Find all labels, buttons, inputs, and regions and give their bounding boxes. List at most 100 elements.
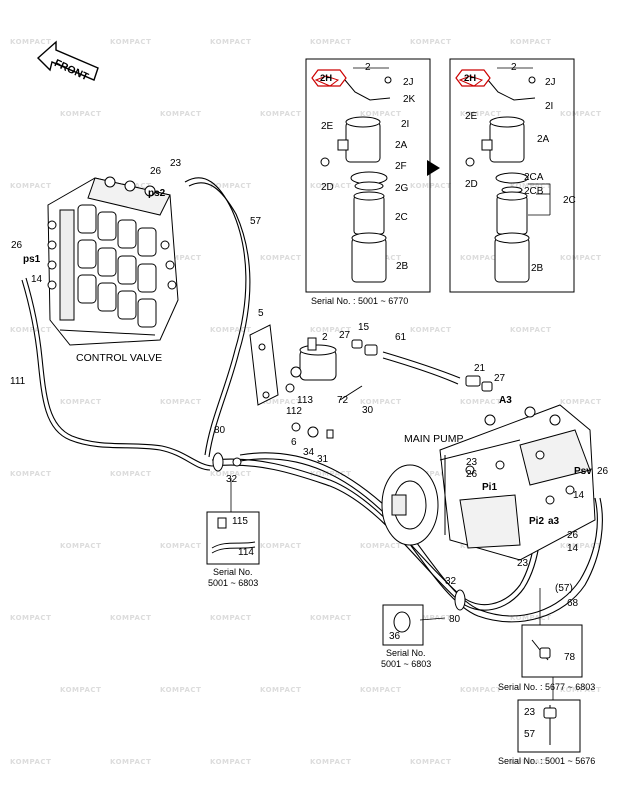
- watermark-text: KOMPACT: [10, 470, 52, 478]
- callout-A3: A3: [499, 395, 512, 406]
- inset-right-2CA: 2CA: [524, 172, 544, 183]
- watermark-text: KOMPACT: [260, 398, 302, 406]
- callout-26-e: 26: [567, 530, 579, 541]
- watermark-text: KOMPACT: [410, 470, 452, 478]
- watermark-text: KOMPACT: [560, 542, 602, 550]
- inset-right-2CB: 2CB: [524, 186, 544, 197]
- watermark-text: KOMPACT: [10, 614, 52, 622]
- detail-114-label: 114: [238, 547, 254, 558]
- leader-lines: [230, 67, 554, 700]
- watermark-text: KOMPACT: [160, 542, 202, 550]
- watermark-text: KOMPACT: [460, 110, 502, 118]
- callout-Psv: Psv: [574, 466, 592, 477]
- inset-right-2H: 2H: [464, 73, 477, 84]
- callout-68: 68: [567, 598, 579, 609]
- detail-115-frame: [206, 511, 260, 565]
- callout-21: 21: [474, 363, 486, 374]
- watermark-text: KOMPACT: [410, 38, 452, 46]
- inset-left-2C: 2C: [395, 212, 408, 223]
- watermark-text: KOMPACT: [210, 470, 252, 478]
- watermark-text: KOMPACT: [360, 686, 402, 694]
- watermark-text: KOMPACT: [260, 686, 302, 694]
- watermark-text: KOMPACT: [560, 398, 602, 406]
- watermark-text: KOMPACT: [110, 38, 152, 46]
- detail-23-label: 23: [524, 707, 536, 718]
- callout-15: 15: [358, 322, 370, 333]
- watermark-text: KOMPACT: [110, 758, 152, 766]
- watermark-text: KOMPACT: [460, 254, 502, 262]
- detail-36-serial-1: Serial No.: [386, 648, 426, 658]
- detail-115-serial-2: 5001 ~ 6803: [208, 578, 259, 588]
- callout-ps1: ps1: [23, 254, 41, 265]
- callout-34: 34: [303, 447, 315, 458]
- inset-right-2I: 2I: [545, 101, 554, 112]
- inset-left-2J: 2J: [403, 77, 414, 88]
- watermark-text: KOMPACT: [310, 758, 352, 766]
- callout-23-c: 23: [517, 558, 529, 569]
- callout-ps2: ps2: [148, 188, 166, 199]
- detail-57-label: 57: [524, 729, 536, 740]
- callout-27-a: 27: [339, 330, 351, 341]
- watermark-text: KOMPACT: [210, 614, 252, 622]
- inset-left-2F: 2F: [395, 161, 407, 172]
- hose-clamps: [212, 452, 466, 611]
- inset-left-2D: 2D: [321, 182, 334, 193]
- callout-61: 61: [395, 332, 407, 343]
- inset-left-2I: 2I: [401, 119, 410, 130]
- callout-30: 30: [362, 405, 374, 416]
- inset-right-2B: 2B: [531, 263, 544, 274]
- front-arrow-icon: [36, 40, 99, 81]
- watermark-text: KOMPACT: [210, 758, 252, 766]
- watermark-text: KOMPACT: [360, 542, 402, 550]
- watermark-text: KOMPACT: [560, 686, 602, 694]
- inset-left-2G: 2G: [395, 183, 409, 194]
- callout-26-c: 26: [466, 469, 478, 480]
- detail-parts: [211, 517, 557, 745]
- callout-111: 111: [10, 376, 26, 387]
- inset-arrow-icon: [427, 160, 440, 176]
- inset-right-2J: 2J: [545, 77, 556, 88]
- callout-112: 112: [286, 406, 302, 417]
- watermark-text: KOMPACT: [60, 398, 102, 406]
- watermark-text: KOMPACT: [410, 614, 452, 622]
- watermark-text: KOMPACT: [160, 110, 202, 118]
- watermark-text: KOMPACT: [210, 182, 252, 190]
- detail-36-serial-2: 5001 ~ 6803: [381, 659, 432, 669]
- callout-14-c: 14: [567, 543, 579, 554]
- inset-left-parts: [314, 75, 392, 283]
- inset-left-top-label: 2: [365, 62, 371, 73]
- watermark-text: KOMPACT: [310, 614, 352, 622]
- hex-tag-2H-left: [311, 69, 347, 87]
- inset-right-2A: 2A: [537, 134, 550, 145]
- watermark-text: KOMPACT: [510, 326, 552, 334]
- watermark-text: KOMPACT: [60, 542, 102, 550]
- watermark-text: KOMPACT: [160, 254, 202, 262]
- callout-57: 57: [250, 216, 262, 227]
- detail-23-serial: Serial No. : 5001 ~ 5676: [498, 756, 596, 766]
- inset-left-serial: Serial No. : 5001 ~ 6770: [311, 296, 409, 306]
- watermark-text: KOMPACT: [60, 110, 102, 118]
- inset-right-2C: 2C: [563, 195, 576, 206]
- inset-right-2E: 2E: [465, 111, 478, 122]
- inset-left-frame: [305, 58, 431, 293]
- callout-2: 2: [322, 332, 328, 343]
- solenoid-bracket-drawing: [249, 324, 493, 439]
- inset-right-2D: 2D: [465, 179, 478, 190]
- watermark-text: KOMPACT: [260, 254, 302, 262]
- detail-78-frame: [521, 624, 583, 678]
- watermark-text: KOMPACT: [10, 38, 52, 46]
- main-pump-title: MAIN PUMP: [404, 433, 464, 445]
- inset-right-frame: [449, 58, 575, 293]
- watermark-text: KOMPACT: [10, 326, 52, 334]
- callout-26-a: 26: [150, 166, 162, 177]
- callout-5: 5: [258, 308, 264, 319]
- inset-left-2E: 2E: [321, 121, 334, 132]
- callout-57-paren: (57): [555, 583, 573, 594]
- watermark-text: KOMPACT: [310, 182, 352, 190]
- detail-115-serial-1: Serial No.: [213, 567, 253, 577]
- callout-23-b: 23: [466, 457, 478, 468]
- detail-78-serial: Serial No. : 5677 ~ 6803: [498, 682, 596, 692]
- callout-27-b: 27: [494, 373, 506, 384]
- inset-right-top-label: 2: [511, 62, 517, 73]
